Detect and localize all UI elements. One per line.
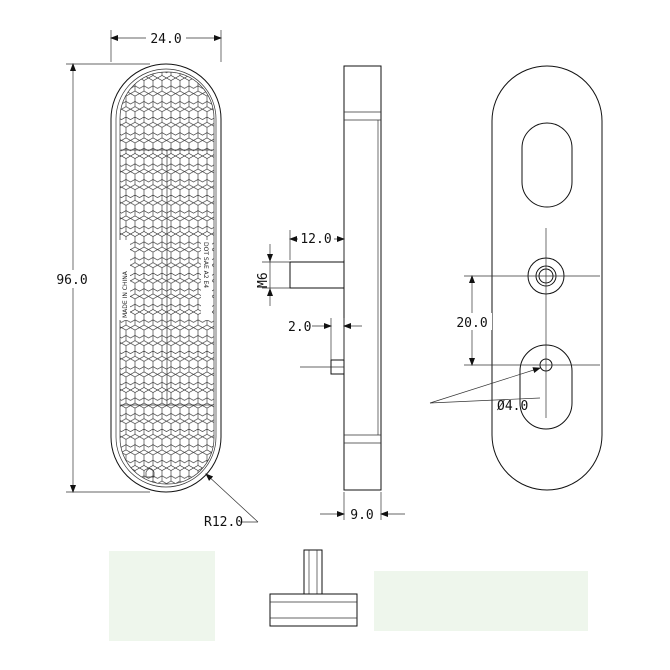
spacing-dim-label: 20.0: [456, 316, 487, 331]
top-view-stud: [303, 549, 323, 595]
reflector-marking-right: DOT SAE A2 E4: [202, 242, 209, 288]
width-dim-label: 24.0: [150, 32, 181, 47]
offset-dim-label: 2.0: [288, 320, 311, 335]
back-outline: [491, 65, 603, 491]
bottom-panel-left: [109, 551, 215, 641]
mounting-stud: [289, 261, 345, 289]
bottom-panel-right: [374, 571, 588, 631]
stud-dim-label: 12.0: [300, 232, 331, 247]
reflector-outline: [110, 63, 222, 493]
radius-leader: [205, 473, 259, 523]
diameter-leader: [429, 367, 541, 404]
side-body: [343, 65, 382, 491]
back-view: 20.0 Ø4.0: [429, 65, 603, 491]
mold-mark: [145, 468, 155, 478]
front-view: MADE IN CHINA DOT SAE A2 E4 24.0 96.0 R1…: [52, 30, 259, 530]
back-slot-top: [521, 122, 573, 208]
diameter-dim-label: Ø4.0: [497, 399, 528, 414]
diameter-leader-2: [429, 397, 541, 404]
marking-strip-right: [201, 240, 212, 320]
height-dim-label: 96.0: [56, 273, 87, 288]
radius-dim-label: R12.0: [204, 515, 243, 530]
thickness-dim-label: 9.0: [350, 508, 373, 523]
reflector-marking-left: MADE IN CHINA: [122, 270, 129, 318]
side-view: 12.0 M6 2.0 9.0: [256, 65, 405, 523]
thread-dim-label: M6: [256, 272, 271, 288]
top-view: [269, 549, 358, 627]
marking-strip-left: [119, 240, 130, 320]
top-view-body: [269, 593, 358, 627]
reflector-inner-rim: [115, 68, 217, 488]
